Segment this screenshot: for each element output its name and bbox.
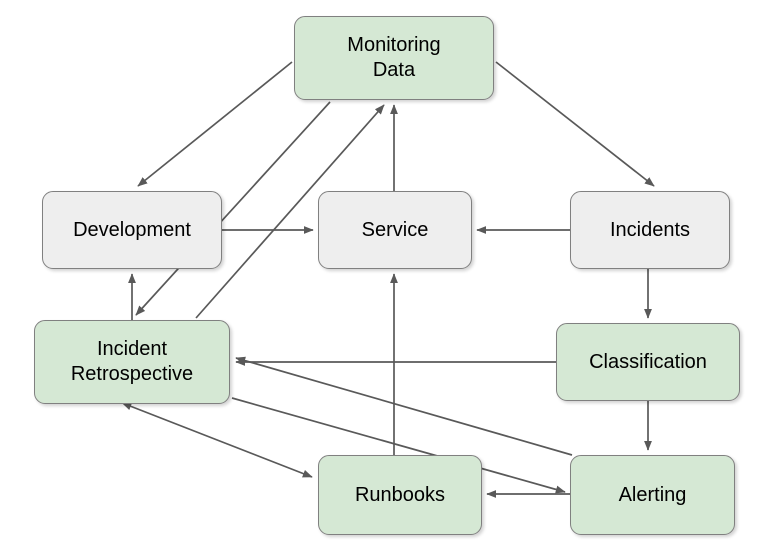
edge-incident-retrospective-to-alerting xyxy=(231,397,566,494)
node-alerting[interactable]: Alerting xyxy=(570,455,735,535)
node-label-classification: Classification xyxy=(589,350,707,373)
node-classification[interactable]: Classification xyxy=(556,323,740,401)
edge-monitoring-data-to-development xyxy=(137,61,293,187)
node-label-runbooks: Runbooks xyxy=(354,483,446,506)
edge-monitoring-data-to-incident-retrospective xyxy=(135,101,331,316)
edge-incident-retrospective-to-runbooks xyxy=(121,402,313,478)
node-service[interactable]: Service xyxy=(318,191,472,269)
node-label-incident-retrospective: Incident Retrospective xyxy=(70,338,194,385)
node-label-monitoring-data: Monitoring Data xyxy=(347,34,441,81)
node-runbooks[interactable]: Runbooks xyxy=(318,455,482,535)
node-monitoring-data[interactable]: Monitoring Data xyxy=(294,16,494,100)
edge-incident-retrospective-to-monitoring-data xyxy=(195,104,385,319)
node-incidents[interactable]: Incidents xyxy=(570,191,730,269)
node-label-incidents: Incidents xyxy=(609,218,691,241)
node-development[interactable]: Development xyxy=(42,191,222,269)
edge-monitoring-data-to-incidents xyxy=(495,61,655,187)
node-label-service: Service xyxy=(361,218,429,241)
node-label-development: Development xyxy=(73,218,191,241)
node-label-alerting: Alerting xyxy=(618,483,687,506)
edge-alerting-to-incident-retrospective xyxy=(235,356,573,456)
node-incident-retrospective[interactable]: Incident Retrospective xyxy=(34,320,230,404)
